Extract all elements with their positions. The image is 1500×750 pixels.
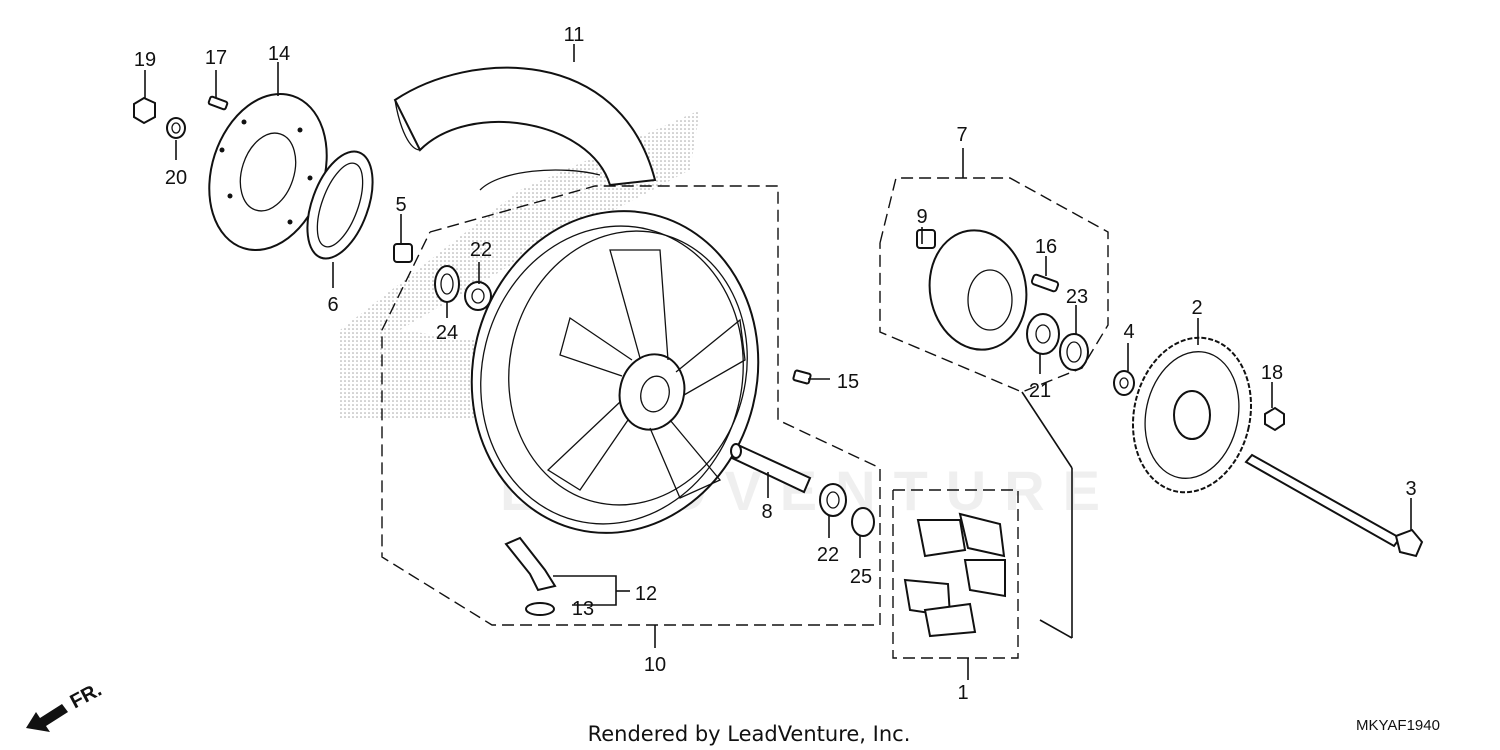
hub-flange [916, 229, 1060, 351]
callout-4: 4 [1123, 321, 1134, 343]
bearing-22-left [464, 281, 492, 311]
callout-17: 17 [205, 47, 227, 69]
callout-10: 10 [644, 654, 666, 676]
callout-5: 5 [395, 194, 406, 216]
nut-19 [133, 96, 156, 125]
callout-20: 20 [165, 167, 187, 189]
callout-11: 11 [564, 24, 585, 46]
front-direction-arrow: FR. [26, 679, 105, 732]
bearing-22-right [819, 483, 847, 517]
axle [1244, 453, 1424, 558]
callout-12: 12 [635, 583, 657, 605]
fr-label: FR. [67, 679, 106, 714]
bearing-21 [1026, 313, 1060, 355]
callouts: 1 2 3 4 5 6 7 8 9 10 11 12 13 14 15 16 1… [134, 24, 1417, 704]
callout-3: 3 [1405, 478, 1416, 500]
callout-19: 19 [134, 49, 156, 71]
callout-21: 21 [1029, 380, 1051, 402]
callout-24: 24 [436, 322, 458, 344]
nut-18 [1264, 406, 1285, 432]
collar-5 [393, 243, 413, 263]
valve-stem [504, 536, 557, 616]
diagram-code: MKYAF1940 [1356, 717, 1440, 734]
bolt-17 [207, 95, 229, 111]
wheel [470, 210, 760, 534]
callout-16: 16 [1035, 236, 1057, 258]
callout-7: 7 [956, 124, 967, 146]
sprocket [1131, 336, 1253, 494]
seal-23 [1059, 333, 1089, 371]
callout-22-right: 22 [817, 544, 839, 566]
callout-2: 2 [1191, 297, 1202, 319]
rendered-by-credit: Rendered by LeadVenture, Inc. [588, 722, 911, 746]
damper-rubbers [903, 512, 1006, 638]
callout-1: 1 [957, 682, 968, 704]
callout-25: 25 [850, 566, 872, 588]
pin-15 [792, 369, 812, 385]
watermark-stipple [340, 110, 700, 420]
callout-9: 9 [916, 206, 927, 228]
tire [393, 66, 657, 191]
o-ring-25 [851, 507, 875, 537]
dust-seal [306, 150, 374, 260]
callout-18: 18 [1261, 362, 1283, 384]
callout-14: 14 [268, 43, 290, 65]
distance-collar-8 [730, 443, 812, 494]
leader-lines [144, 44, 1412, 680]
callout-22-left: 22 [470, 239, 492, 261]
washer-4 [1113, 370, 1135, 396]
callout-13: 13 [572, 598, 594, 620]
callout-8: 8 [761, 501, 772, 523]
callout-6: 6 [327, 294, 338, 316]
bearing-24 [434, 265, 460, 303]
callout-15: 15 [837, 371, 859, 393]
brake-disc [208, 92, 328, 252]
washer-20 [166, 117, 186, 139]
callout-23: 23 [1066, 286, 1088, 308]
